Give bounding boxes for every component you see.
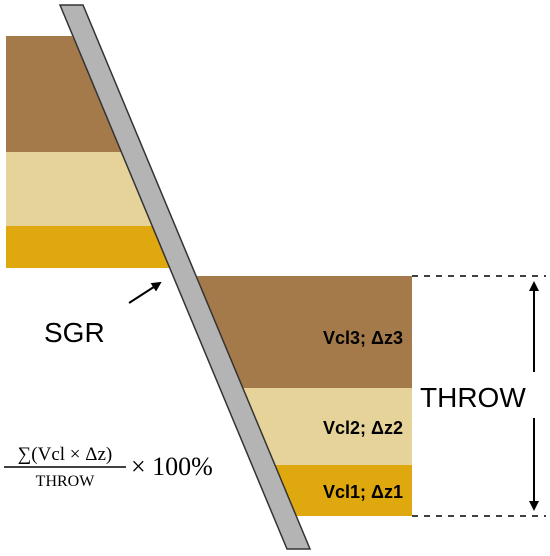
right-layer-gold <box>270 465 412 516</box>
right-layer-brown <box>197 276 412 388</box>
layer3-label: Vcl3; Δz3 <box>323 328 403 348</box>
sgr-label: SGR <box>44 317 105 348</box>
left-layer-tan <box>6 152 162 226</box>
sgr-arrow <box>128 281 162 304</box>
fault-plane <box>58 4 312 550</box>
layer2-label: Vcl2; Δz2 <box>323 418 403 438</box>
layer1-label: Vcl1; Δz1 <box>323 482 403 502</box>
right-block <box>197 276 412 516</box>
formula-denominator: THROW <box>36 473 96 490</box>
left-block <box>6 36 182 268</box>
left-layer-gold <box>6 226 182 268</box>
sgr-formula: ∑(Vcl × Δz) THROW × 100% <box>4 444 213 490</box>
throw-label: THROW <box>420 382 526 413</box>
formula-suffix: × 100% <box>131 452 213 481</box>
left-layer-brown <box>6 36 127 152</box>
formula-numerator: ∑(Vcl × Δz) <box>18 444 113 465</box>
right-layer-tan <box>240 388 412 465</box>
